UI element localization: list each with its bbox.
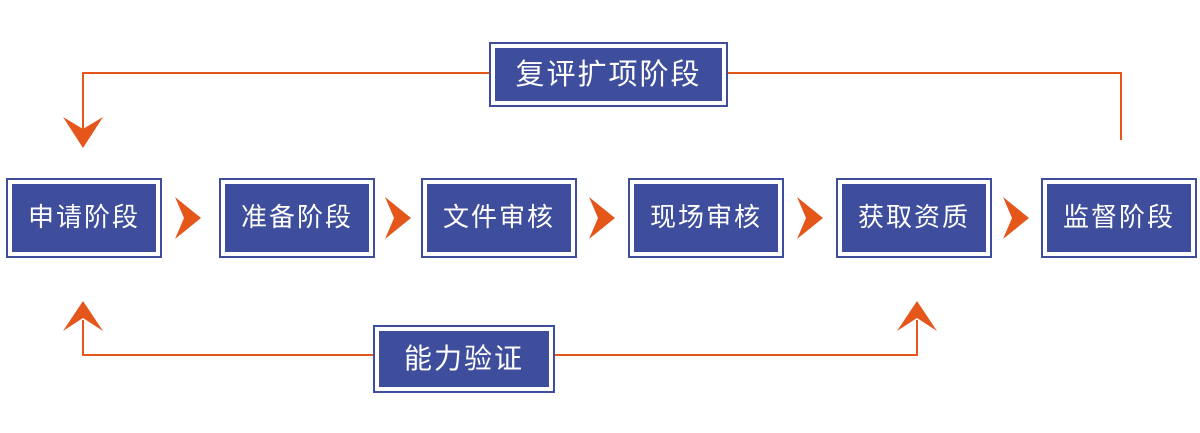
stage-label: 监督阶段 <box>1062 203 1175 233</box>
loop-box-fill: 复评扩项阶段 <box>495 48 722 101</box>
down-arrowhead-icon <box>63 117 103 148</box>
stage-box-obtain-qualification: 获取资质 <box>836 178 992 258</box>
up-arrowhead-right-icon <box>897 301 937 331</box>
stage-label: 文件审核 <box>442 203 555 233</box>
stage-box-fill: 文件审核 <box>427 184 571 252</box>
flow-chevron-icon <box>175 197 201 239</box>
stage-label: 获取资质 <box>857 203 970 233</box>
stage-box-fill: 监督阶段 <box>1047 184 1191 252</box>
stage-box-supervision: 监督阶段 <box>1041 178 1197 258</box>
stage-label: 现场审核 <box>649 203 762 233</box>
stage-box-fill: 现场审核 <box>634 184 778 252</box>
stage-box-preparation: 准备阶段 <box>219 178 375 258</box>
loop-box-fill: 能力验证 <box>379 331 549 387</box>
stage-box-fill: 获取资质 <box>842 184 986 252</box>
loop-box-proficiency: 能力验证 <box>373 325 555 393</box>
flow-chevron-icon <box>589 197 615 239</box>
up-arrowhead-left-icon <box>63 301 103 331</box>
flow-chevron-icon <box>797 197 823 239</box>
stage-box-document-review: 文件审核 <box>421 178 577 258</box>
stage-box-fill: 准备阶段 <box>225 184 369 252</box>
stage-box-fill: 申请阶段 <box>12 184 156 252</box>
flow-chevron-icon <box>1003 197 1029 239</box>
flow-chevron-icon <box>385 197 411 239</box>
loop-label: 能力验证 <box>403 342 524 375</box>
stage-box-application: 申请阶段 <box>6 178 162 258</box>
stage-box-onsite-review: 现场审核 <box>628 178 784 258</box>
loop-label: 复评扩项阶段 <box>515 57 702 91</box>
stage-label: 申请阶段 <box>27 203 140 233</box>
loop-box-reassessment: 复评扩项阶段 <box>489 42 728 107</box>
stage-label: 准备阶段 <box>240 203 353 233</box>
